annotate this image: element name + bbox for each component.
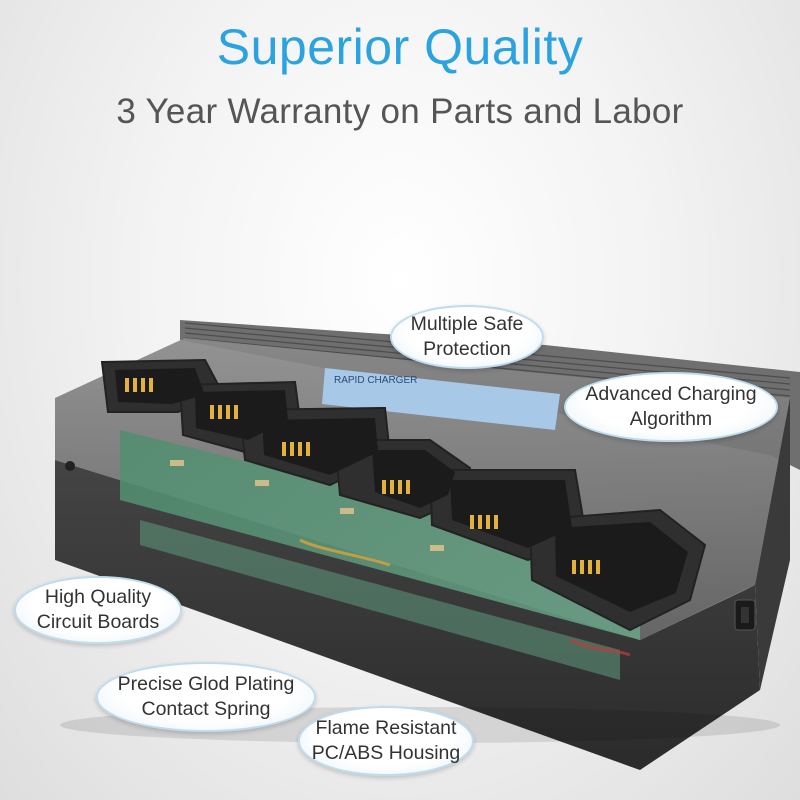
charger-label-text: RAPID CHARGER <box>334 375 417 386</box>
page-subtitle: 3 Year Warranty on Parts and Labor <box>116 92 684 131</box>
internal-wires <box>299 538 391 567</box>
charger-label <box>322 368 560 430</box>
callout-high-quality-circuit-boards: High Quality Circuit Boards <box>14 576 182 644</box>
housing-screw <box>65 461 75 471</box>
callout-advanced-charging-algorithm: Advanced Charging Algorithm <box>564 372 778 442</box>
callout-flame-resistant-housing: Flame Resistant PC/ABS Housing <box>298 706 474 776</box>
page-title: Superior Quality <box>216 19 584 75</box>
bay-wells <box>115 368 688 612</box>
callout-precise-plating-contact-spring: Precise Glod Plating Contact Spring <box>96 662 316 732</box>
gold-contact-springs <box>125 378 600 574</box>
circuit-board <box>120 430 640 640</box>
callout-multiple-safe-protection: Multiple Safe Protection <box>390 305 544 369</box>
charger-end-face <box>755 398 790 690</box>
circuit-board-lower <box>140 520 620 680</box>
